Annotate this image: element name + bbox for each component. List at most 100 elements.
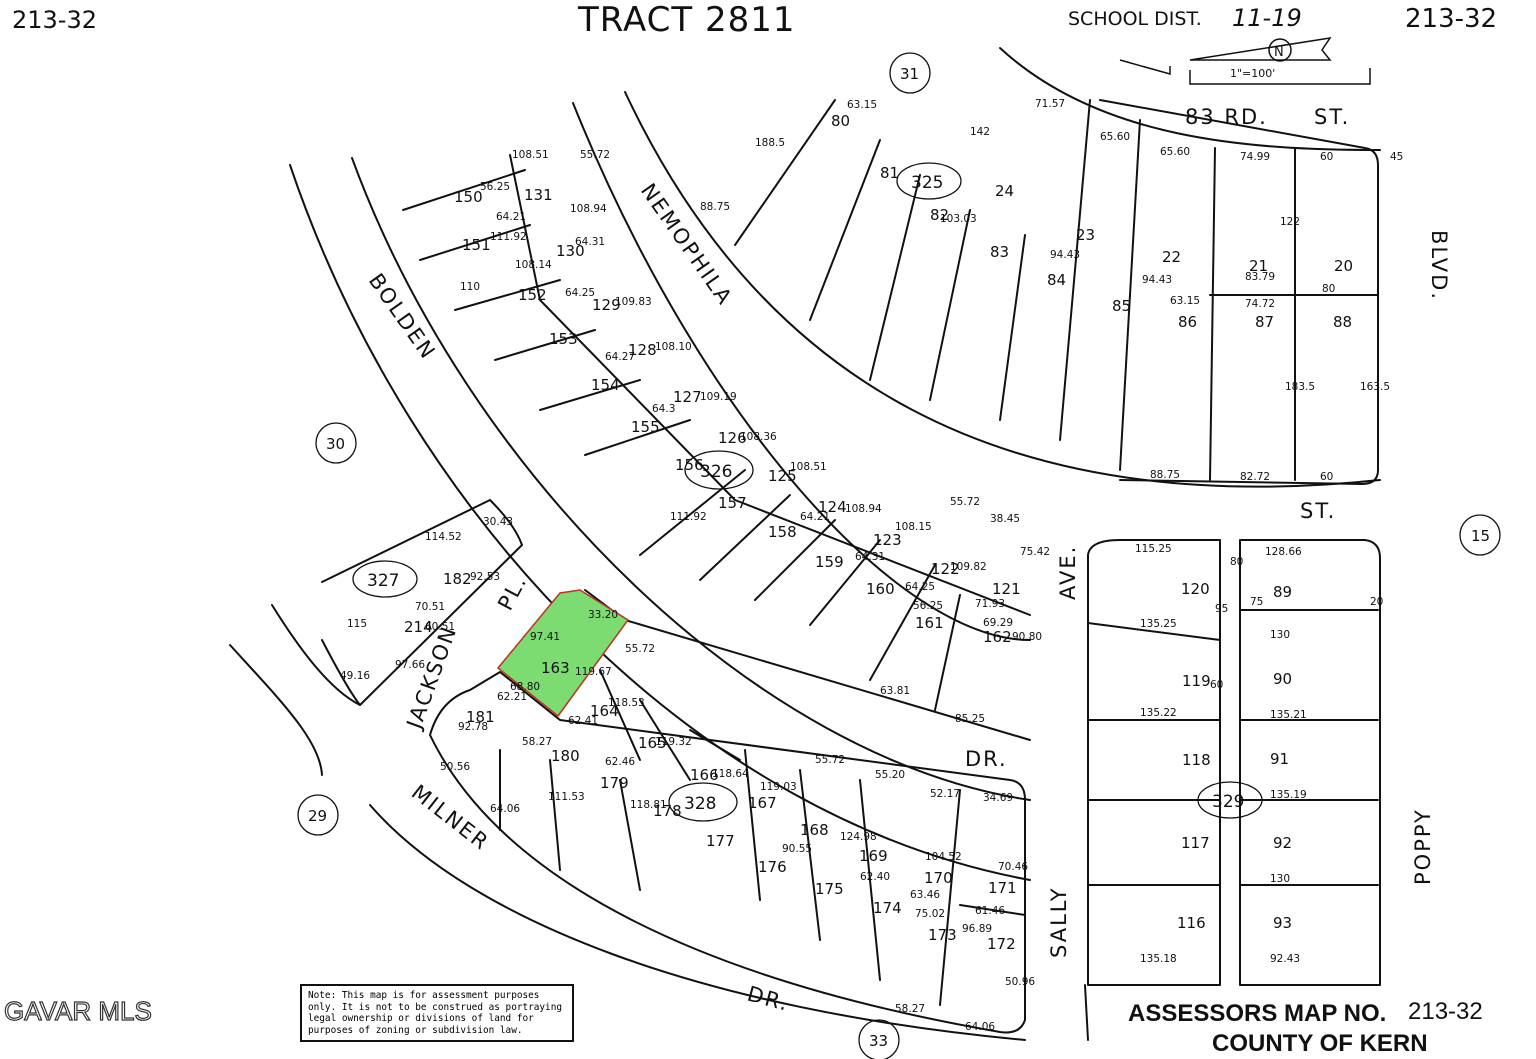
parcel-31: 31 (900, 65, 919, 83)
street-dr-mid: DR. (965, 747, 1008, 771)
dimension-label: 56.25 (913, 600, 943, 612)
dimension-label: 130 (1270, 629, 1290, 641)
outer-parcels: 31 30 29 15 33 (297, 52, 1501, 1059)
dimension-label: 38.45 (990, 513, 1020, 525)
lot-number: 91 (1270, 750, 1289, 768)
north-arrow-label: N (1274, 45, 1284, 60)
dimension-label: 94.43 (1142, 274, 1172, 286)
lot-number: 168 (800, 821, 829, 839)
lot-number: 152 (518, 286, 547, 304)
lot-number: 174 (873, 899, 902, 917)
street-ave: AVE. (1056, 545, 1080, 600)
dimension-label: 135.21 (1270, 709, 1307, 721)
dimension-label: 68.80 (510, 681, 540, 693)
lot-number: 122 (931, 560, 960, 578)
parcel-30: 30 (326, 435, 345, 453)
lot-number: 127 (673, 388, 702, 406)
lot-number: 175 (815, 880, 844, 898)
dimension-label: 55.72 (625, 643, 655, 655)
dimension-label: 115 (347, 618, 367, 630)
page-number-left: 213-32 (12, 6, 98, 34)
lot-number: 84 (1047, 271, 1066, 289)
dimension-label: 71.57 (1035, 98, 1065, 110)
dimension-label: 183.5 (1285, 381, 1315, 393)
street-dr-bottom: DR. (745, 982, 792, 1016)
street-bolden: BOLDEN (364, 269, 441, 364)
lot-number: 82 (930, 206, 949, 224)
lot-number: 178 (653, 802, 682, 820)
lot-number: 130 (556, 242, 585, 260)
lot-number: 182 (443, 570, 472, 588)
dimension-label: 62.40 (860, 871, 890, 883)
street-sally: SALLY (1047, 886, 1071, 958)
dimension-label: 64.25 (905, 581, 935, 593)
dimension-label: 65.60 (1160, 146, 1190, 158)
lot-number: 85 (1112, 297, 1131, 315)
lot-number: 80 (831, 112, 850, 130)
lot-number: 170 (924, 869, 953, 887)
block-329: 329 (1212, 792, 1244, 812)
highlighted-parcel[interactable] (496, 589, 630, 718)
lot-number: 171 (988, 879, 1017, 897)
lot-number: 177 (706, 832, 735, 850)
dimension-label: 56.25 (480, 181, 510, 193)
block-325: 325 (911, 173, 943, 193)
dimension-label: 65.60 (1100, 131, 1130, 143)
dimension-label: 55.72 (580, 149, 610, 161)
lot-number: 159 (815, 553, 844, 571)
dimension-label: 85.25 (955, 713, 985, 725)
dimension-label: 114.52 (425, 531, 462, 543)
dimension-label: 64.21 (800, 511, 830, 523)
parcel-33: 33 (869, 1032, 888, 1050)
dimension-label: 119.32 (655, 736, 692, 748)
dimension-label: 118.53 (608, 697, 645, 709)
dimension-label: 122 (1280, 216, 1300, 228)
street-milner: MILNER (407, 780, 494, 855)
dimension-label: 108.36 (740, 431, 777, 443)
lot-number: 172 (987, 935, 1016, 953)
lot-number: 160 (866, 580, 895, 598)
lot-number: 121 (992, 580, 1021, 598)
dimension-label: 64.31 (855, 551, 885, 563)
lot-number: 20 (1334, 257, 1353, 275)
dimension-label: 70.51 (415, 601, 445, 613)
dimension-label: 94.43 (1050, 249, 1080, 261)
dimension-label: 119.67 (575, 666, 612, 678)
dimension-label: 63.81 (880, 685, 910, 697)
dimension-label: 20 (1370, 596, 1383, 608)
block-326: 326 (700, 462, 732, 482)
street-nemophila: NEMOPHILA (636, 179, 738, 310)
dimension-label: 62.41 (568, 715, 598, 727)
lot-number: 156 (675, 456, 704, 474)
dimension-label: 135.22 (1140, 707, 1177, 719)
lot-number: 88 (1333, 313, 1352, 331)
lot-number: 89 (1273, 583, 1292, 601)
dimension-label: 97.66 (395, 659, 425, 671)
dimension-label: 103.03 (940, 213, 977, 225)
dimension-label: 58.27 (522, 736, 552, 748)
lot-number: 116 (1177, 914, 1206, 932)
dimension-label: 111.53 (548, 791, 585, 803)
dimension-label: 62.21 (497, 691, 527, 703)
dimension-label: 74.72 (1245, 298, 1275, 310)
dimension-label: 55.20 (875, 769, 905, 781)
dimension-label: 64.06 (490, 803, 520, 815)
assessors-map-label: ASSESSORS MAP NO. (1128, 1000, 1387, 1027)
lot-number: 117 (1181, 834, 1210, 852)
lot-number: 169 (859, 847, 888, 865)
lot-number: 167 (748, 794, 777, 812)
dimension-label: 55.72 (950, 496, 980, 508)
dimension-label: 163.5 (1360, 381, 1390, 393)
dimension-label: 64.21 (496, 211, 526, 223)
lot-number: 157 (718, 494, 747, 512)
dimension-label: 64.06 (965, 1021, 995, 1033)
school-dist-value: 11-19 (1232, 4, 1302, 32)
dimension-label: 82.72 (1240, 471, 1270, 483)
lot-number: 119 (1182, 672, 1211, 690)
dimension-label: 69.29 (983, 617, 1013, 629)
north-arrow-icon (1119, 36, 1371, 85)
lot-number: 128 (628, 341, 657, 359)
dimension-label: 111.92 (490, 231, 527, 243)
